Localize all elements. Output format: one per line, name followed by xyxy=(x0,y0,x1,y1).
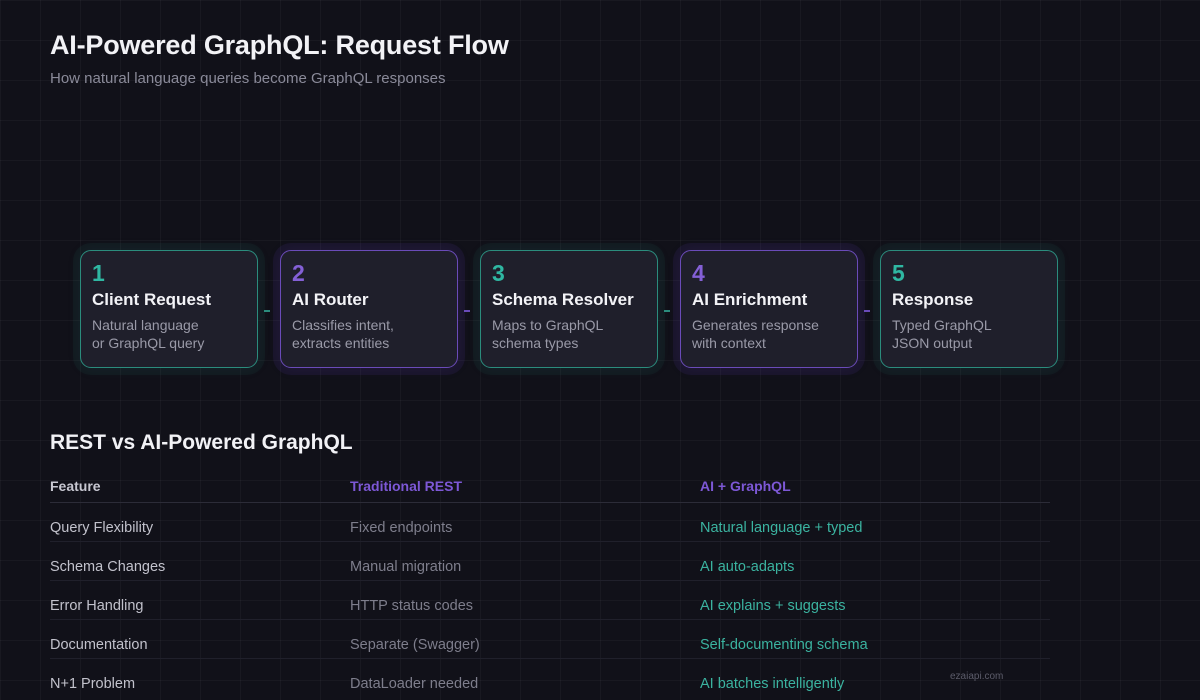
flow-step-ai-router: 2 AI Router Classifies intent, extracts … xyxy=(280,250,458,368)
ai-graphql-cell: Self-documenting schema xyxy=(700,637,868,653)
column-header-feature: Feature xyxy=(50,478,101,494)
step-desc-line: schema types xyxy=(492,335,579,351)
table-row: Documentation Separate (Swagger) Self-do… xyxy=(50,620,1050,659)
flow-connector xyxy=(264,310,270,312)
rest-cell: Manual migration xyxy=(350,559,462,575)
table-row: Schema Changes Manual migration AI auto-… xyxy=(50,542,1050,581)
step-description: Generates response with context xyxy=(692,316,842,352)
watermark: ezaiapi.com xyxy=(950,671,1004,682)
table-row: N+1 Problem DataLoader needed AI batches… xyxy=(50,659,1050,697)
step-title: Schema Resolver xyxy=(492,290,634,309)
step-number: 1 xyxy=(92,260,105,286)
step-description: Maps to GraphQL schema types xyxy=(492,316,642,352)
step-title: AI Enrichment xyxy=(692,290,808,309)
step-number: 4 xyxy=(692,260,705,286)
ai-graphql-cell: AI auto-adapts xyxy=(700,559,795,575)
step-description: Classifies intent, extracts entities xyxy=(292,316,442,352)
feature-cell: N+1 Problem xyxy=(50,676,136,692)
page-title: AI-Powered GraphQL: Request Flow xyxy=(50,30,509,60)
step-description: Typed GraphQL JSON output xyxy=(892,316,1042,352)
ai-graphql-cell: AI explains + suggests xyxy=(700,598,846,614)
column-header-rest: Traditional REST xyxy=(350,478,463,494)
flow-step-ai-enrichment: 4 AI Enrichment Generates response with … xyxy=(680,250,858,368)
step-number: 2 xyxy=(292,260,305,286)
step-desc-line: extracts entities xyxy=(292,335,390,351)
ai-graphql-cell: Natural language + typed xyxy=(700,520,863,536)
step-title: Client Request xyxy=(92,290,212,309)
rest-cell: Fixed endpoints xyxy=(350,520,453,536)
comparison-title: REST vs AI-Powered GraphQL xyxy=(50,431,353,454)
step-desc-line: Typed GraphQL xyxy=(892,317,992,333)
column-header-ai-graphql: AI + GraphQL xyxy=(700,478,791,494)
step-desc-line: or GraphQL query xyxy=(92,335,205,351)
flow-connector xyxy=(664,310,670,312)
flow-connector xyxy=(464,310,470,312)
comparison-table: Feature Traditional REST AI + GraphQL Qu… xyxy=(50,470,1050,697)
step-number: 5 xyxy=(892,260,905,286)
step-desc-line: Maps to GraphQL xyxy=(492,317,604,333)
flow-connector xyxy=(864,310,870,312)
rest-cell: HTTP status codes xyxy=(350,598,474,614)
rest-cell: DataLoader needed xyxy=(350,676,479,692)
table-row: Query Flexibility Fixed endpoints Natura… xyxy=(50,503,1050,542)
feature-cell: Error Handling xyxy=(50,598,144,614)
feature-cell: Schema Changes xyxy=(50,559,166,575)
rest-cell: Separate (Swagger) xyxy=(350,637,480,653)
flow-step-schema-resolver: 3 Schema Resolver Maps to GraphQL schema… xyxy=(480,250,658,368)
step-desc-line: Classifies intent, xyxy=(292,317,394,333)
feature-cell: Documentation xyxy=(50,637,148,653)
ai-graphql-cell: AI batches intelligently xyxy=(700,676,845,692)
step-desc-line: JSON output xyxy=(892,335,973,351)
flow-step-response: 5 Response Typed GraphQL JSON output xyxy=(880,250,1058,368)
step-desc-line: Generates response xyxy=(692,317,819,333)
flow-step-client-request: 1 Client Request Natural language or Gra… xyxy=(80,250,258,368)
step-description: Natural language or GraphQL query xyxy=(92,316,242,352)
step-desc-line: Natural language xyxy=(92,317,199,333)
request-flow-diagram: 1 Client Request Natural language or Gra… xyxy=(80,250,1060,370)
page-subtitle: How natural language queries become Grap… xyxy=(50,70,446,87)
table-header-row: Feature Traditional REST AI + GraphQL xyxy=(50,470,1050,503)
table-row: Error Handling HTTP status codes AI expl… xyxy=(50,581,1050,620)
step-title: Response xyxy=(892,290,974,309)
step-desc-line: with context xyxy=(692,335,766,351)
feature-cell: Query Flexibility xyxy=(50,520,154,536)
step-number: 3 xyxy=(492,260,505,286)
step-title: AI Router xyxy=(292,290,369,309)
